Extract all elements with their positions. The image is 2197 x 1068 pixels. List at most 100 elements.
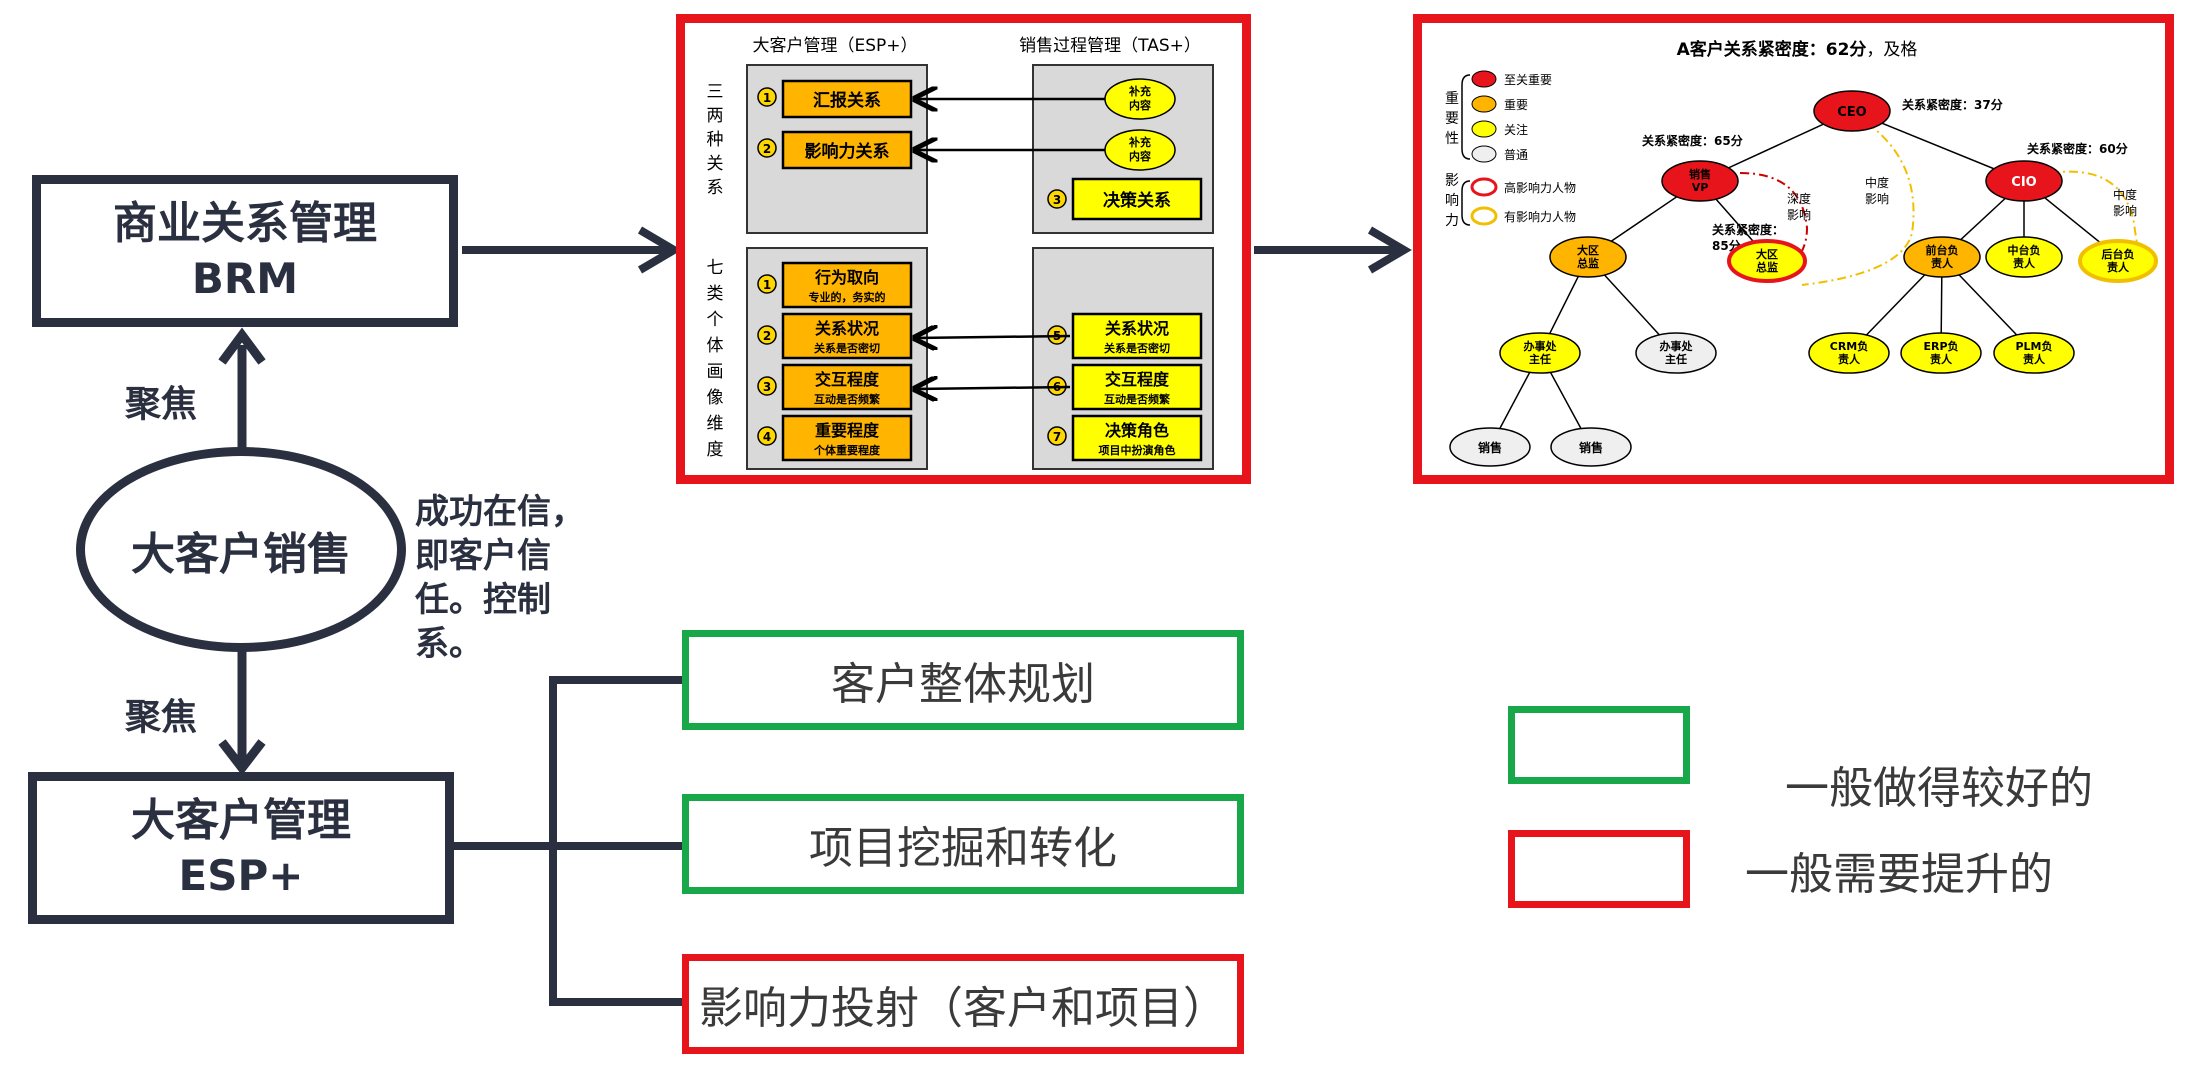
node-plm-lead: PLM负 责人	[1993, 332, 2075, 374]
item-sublabel: 个体重要程度	[813, 443, 881, 457]
legend-critical-swatch	[1471, 70, 1497, 88]
section1-char: 种	[707, 130, 724, 150]
legend-influence-swatch	[1470, 206, 1498, 226]
key-account-sales-label: 大客户销售	[131, 528, 351, 580]
item-sublabel: 专业的，务实的	[809, 290, 886, 304]
section2-char: 体	[707, 336, 724, 356]
legend-green-swatch	[1508, 706, 1690, 784]
item-label: 关系状况	[1105, 319, 1169, 338]
item-label: 决策关系	[1103, 190, 1171, 211]
section1-vertical-label: 三 两 种 关 系	[707, 82, 724, 198]
brm-abbr: BRM	[191, 254, 299, 303]
item-number: 1	[763, 91, 771, 105]
section2-char: 七	[707, 258, 724, 278]
task-box-account-planning: 客户整体规划	[682, 630, 1244, 730]
section2-char: 类	[707, 284, 724, 304]
item-sublabel: 互动是否频繁	[1104, 392, 1171, 406]
trust-note-line: 任。控制	[415, 580, 551, 620]
section1-char: 三	[707, 82, 724, 102]
dimension-arrow	[915, 336, 1071, 338]
node-label: 销售	[1478, 440, 1502, 455]
task-label: 项目挖掘和转化	[809, 823, 1117, 874]
legend-important-swatch	[1471, 95, 1497, 113]
node-region-director-2: 大区 总监	[1727, 239, 1807, 283]
ceo-closeness-label: 关系紧密度：37分	[1902, 97, 2003, 112]
item-sublabel: 互动是否频繁	[814, 392, 881, 406]
legend-influence-char: 响	[1445, 193, 1459, 209]
esp-item-report: 1 汇报关系	[757, 79, 913, 119]
node-region-director-1: 大区 总监	[1549, 236, 1627, 278]
key-account-sales-ellipse: 大客户销售	[76, 447, 406, 652]
node-office-head-2: 办事处 主任	[1635, 332, 1717, 374]
node-label: 责人	[2023, 352, 2046, 366]
legend-importance-char: 性	[1445, 131, 1459, 147]
supplement-label: 内容	[1129, 98, 1151, 112]
tas-supplement-1: 补充 内容	[1104, 78, 1176, 120]
esp-item-influence: 2 影响力关系	[757, 130, 913, 170]
esp-title: 大客户管理	[131, 795, 351, 846]
item-label: 关系状况	[815, 319, 879, 338]
deep-influence-label: 深度	[1787, 191, 1811, 206]
section2-char: 像	[707, 388, 724, 408]
focus-down-label: 聚焦	[125, 697, 198, 738]
node-label: 主任	[1665, 352, 1687, 366]
cio-closeness-label: 关系紧密度：60分	[2027, 141, 2128, 156]
node-label: 办事处	[1660, 339, 1694, 353]
esp-box: 大客户管理 ESP+	[28, 772, 454, 924]
node-label: 总监	[1577, 256, 1599, 270]
col1-title: 大客户管理（ESP+）	[752, 36, 917, 56]
node-back-office-lead: 后台负 责人	[2078, 239, 2158, 283]
section2-char: 画	[707, 362, 724, 382]
section2-char: 度	[707, 440, 724, 460]
node-front-office-lead: 前台负 责人	[1903, 236, 1981, 278]
section1-char: 两	[707, 106, 724, 126]
legend-red-swatch	[1508, 830, 1690, 908]
esp-dim-behavior: 1 行为取向 专业的，务实的	[757, 261, 913, 309]
mid-influence-curve-1	[1801, 122, 1915, 286]
node-ceo: CEO	[1813, 90, 1891, 132]
region-closeness-label: 关系紧密度：	[1712, 222, 1784, 237]
legend-good-label: 一般做得较好的	[1785, 763, 2093, 814]
tas-supplement-2: 补充 内容	[1104, 129, 1176, 171]
left-connectors	[218, 327, 690, 1006]
node-office-head-1: 办事处 主任	[1499, 332, 1581, 374]
node-label: CIO	[2011, 175, 2036, 190]
node-label: 后台负	[2102, 247, 2135, 261]
node-label: 主任	[1529, 352, 1551, 366]
section1-char: 系	[707, 178, 724, 198]
closeness-title: A客户关系紧密度：62分，及格	[1677, 39, 1918, 60]
node-label: 大区	[1577, 243, 1599, 257]
node-erp-lead: ERP负 责人	[1900, 332, 1982, 374]
node-label: 总监	[1756, 260, 1778, 274]
node-label: 办事处	[1524, 339, 1558, 353]
mid-influence-label-2: 影响	[2113, 203, 2137, 218]
node-crm-lead: CRM负 责人	[1808, 332, 1890, 374]
tas-dim-role: 7 决策角色 项目中扮演角色	[1047, 414, 1203, 462]
arrow-to-middle	[462, 226, 682, 274]
item-sublabel: 项目中扮演角色	[1099, 443, 1176, 457]
item-number: 2	[763, 142, 771, 156]
node-label: 责人	[1930, 352, 1953, 366]
section2-vertical-label: 七 类 个 体 画 像 维 度	[707, 258, 724, 460]
legend-attention-label: 关注	[1504, 122, 1528, 137]
tas-item-decision: 3 决策关系	[1047, 177, 1203, 221]
trust-note: 成功在信， 即客户信 任。控制 系。	[415, 490, 615, 666]
legend-influence-label: 有影响力人物	[1504, 209, 1576, 224]
item-number: 7	[1053, 430, 1061, 444]
mid-influence-label-2: 中度	[2113, 187, 2137, 202]
legend-high-influence-label: 高影响力人物	[1504, 180, 1576, 195]
item-sublabel: 关系是否密切	[1104, 341, 1170, 355]
node-label: 销售	[1579, 440, 1603, 455]
col2-title: 销售过程管理（TAS+）	[1019, 36, 1201, 56]
item-number: 4	[763, 430, 771, 444]
legend-improve-label: 一般需要提升的	[1745, 849, 2053, 900]
relationship-tree: A客户关系紧密度：62分，及格 重 要 性 至关重要 重要 关注 普通 影 响 …	[1445, 39, 2158, 467]
section2-char: 个	[707, 310, 724, 330]
deep-influence-label: 影响	[1787, 207, 1811, 222]
task-box-project-mining: 项目挖掘和转化	[682, 794, 1244, 894]
esp-dim-interaction: 3 交互程度 互动是否频繁	[757, 363, 913, 411]
middle-panel: 大客户管理（ESP+） 销售过程管理（TAS+） 三 两 种 关 系 七 类 个…	[676, 14, 1251, 484]
right-panel: A客户关系紧密度：62分，及格 重 要 性 至关重要 重要 关注 普通 影 响 …	[1413, 14, 2174, 484]
legend-normal-swatch	[1471, 145, 1497, 163]
item-number: 3	[1053, 193, 1061, 207]
